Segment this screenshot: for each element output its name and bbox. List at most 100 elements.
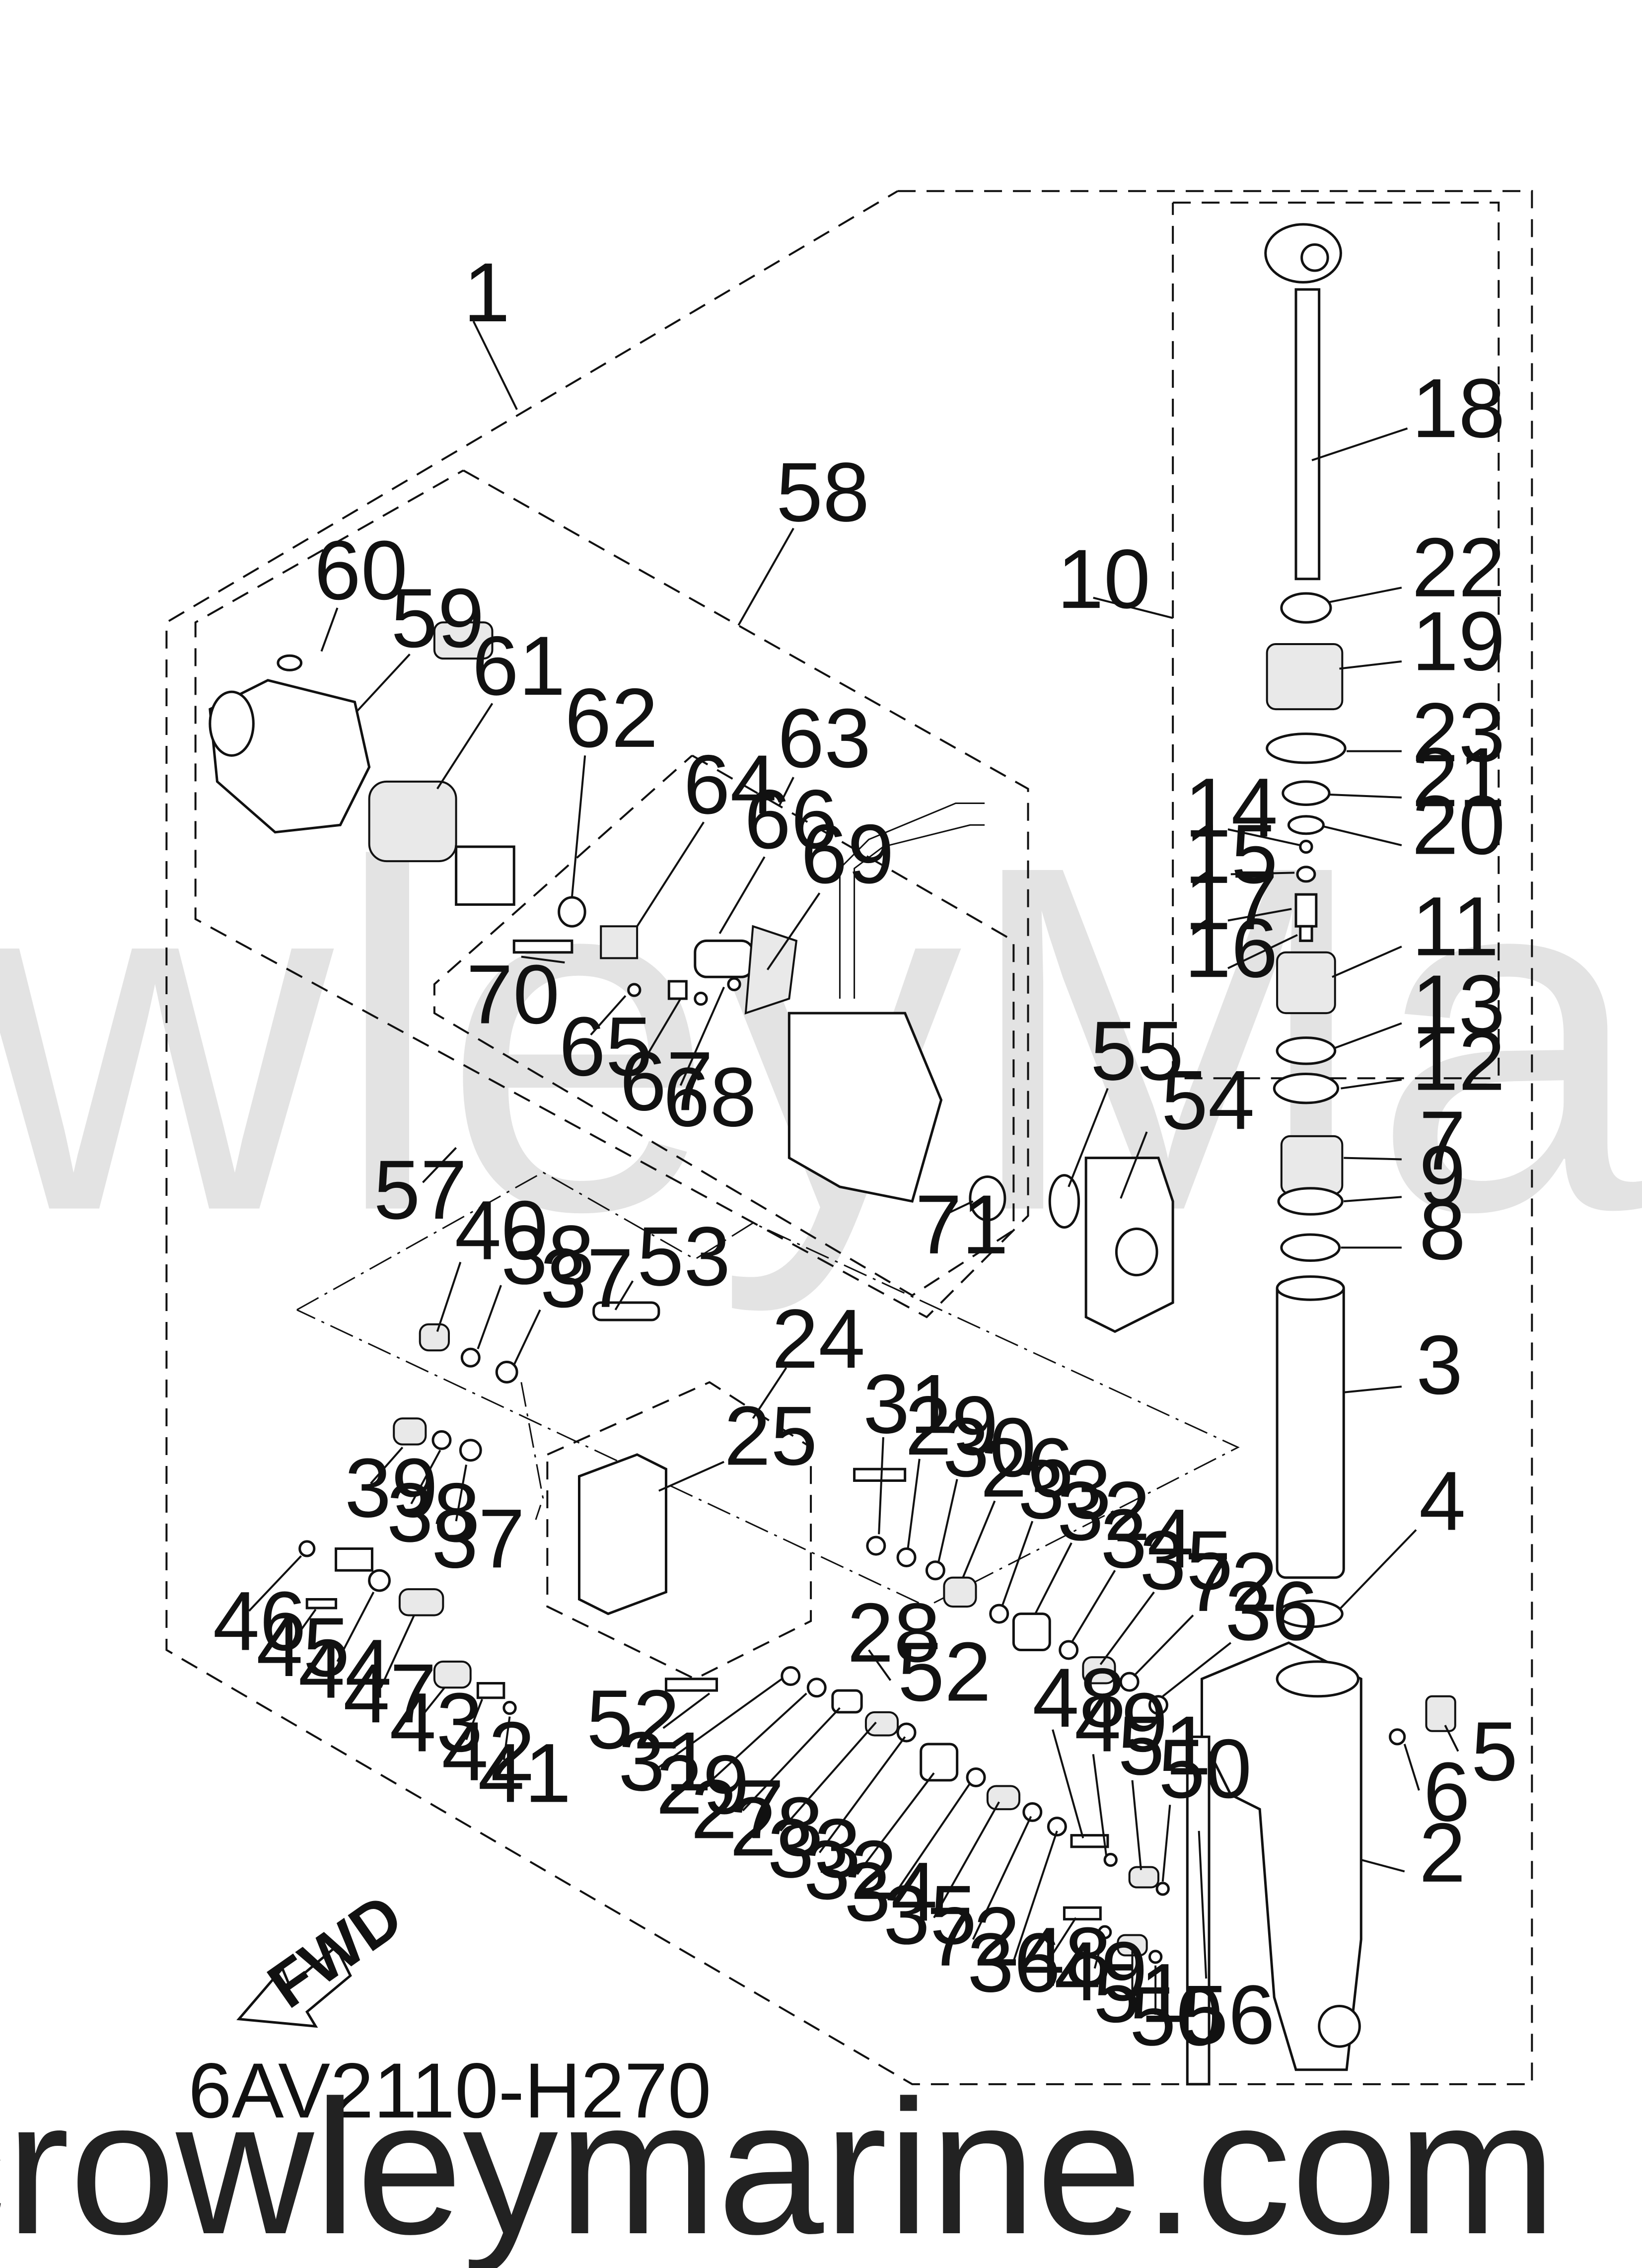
motor-parts [210,622,1173,1331]
callout-67: 67 [620,1034,713,1128]
callout-63: 63 [778,691,871,785]
callout-28a: 28 [847,1586,940,1680]
callout-68: 68 [663,1050,757,1144]
callout-14: 14 [1184,761,1278,855]
callout-71: 71 [915,1177,1008,1271]
valve-parts [300,1303,1169,1963]
callout-58: 58 [776,445,869,539]
callout-47: 47 [343,1646,436,1740]
callout-37a: 37 [540,1231,634,1325]
callout-3: 3 [1416,1318,1463,1412]
assembly-10-outline [1173,203,1499,1078]
callout-40: 40 [455,1183,548,1277]
callout-45: 45 [256,1600,350,1694]
callout-70: 70 [466,948,560,1041]
callout-18: 18 [1412,361,1505,455]
callout-20: 20 [1412,778,1505,872]
callout-36b: 36 [967,1915,1061,2009]
callout-35a: 35 [1140,1513,1233,1607]
callout-61: 61 [472,619,566,713]
tilt-rod-parts [1266,224,1345,1103]
callout-42: 42 [441,1704,535,1798]
callout-57: 57 [373,1143,467,1237]
callout-38b: 38 [387,1465,480,1559]
callout-34b: 34 [844,1845,937,1939]
callout-16: 16 [1184,901,1278,995]
callout-24: 24 [772,1292,865,1386]
callout-51a: 51 [1118,1698,1211,1792]
callout-33b: 33 [768,1801,861,1895]
callout-50b: 50 [1130,1969,1223,2063]
callout-8: 8 [1419,1183,1466,1277]
callout-39: 39 [345,1441,438,1535]
callout-59: 59 [391,571,484,665]
callout-29b: 29 [656,1738,749,1831]
callout-72a: 72 [1184,1535,1278,1629]
callout-50a: 50 [1158,1722,1252,1816]
callout-51b: 51 [1093,1946,1187,2040]
callout-38a: 38 [501,1208,594,1302]
callout-6: 6 [1424,1745,1470,1838]
callout-11: 11 [1412,879,1499,973]
site-url: crowleymarine.com [0,2060,1557,2268]
callout-29a: 29 [905,1379,999,1472]
callout-19: 19 [1412,594,1505,688]
callout-25: 25 [724,1389,817,1483]
callout-54: 54 [1161,1053,1255,1147]
callout-9: 9 [1419,1128,1466,1222]
callout-43: 43 [389,1676,483,1769]
callout-1: 1 [463,245,510,339]
assembly-24-outline [547,1382,811,1679]
callout-21: 21 [1412,730,1505,824]
callout-49a: 49 [1074,1676,1168,1769]
callout-2: 2 [1419,1806,1466,1900]
callout-55: 55 [1090,1004,1184,1097]
callout-62: 62 [565,671,658,765]
callout-48b: 48 [1018,1910,1111,2004]
callout-31b: 31 [618,1714,712,1808]
callout-53: 53 [637,1209,730,1303]
callout-56: 56 [1182,1968,1275,2061]
callout-52a: 52 [898,1625,991,1719]
callout-66: 66 [744,772,838,866]
callout-60: 60 [314,523,408,617]
callout-41: 41 [478,1726,571,1820]
callout-72b: 72 [927,1890,1020,1983]
callout-32a: 32 [1057,1464,1150,1558]
callout-34a: 34 [1100,1491,1194,1585]
callout-46: 46 [213,1574,306,1668]
callout-64: 64 [683,737,777,831]
callout-32b: 32 [804,1823,897,1917]
callout-15: 15 [1184,807,1278,901]
callout-13: 13 [1412,957,1505,1051]
callout-69: 69 [801,807,894,901]
callout-31a: 31 [863,1357,956,1451]
callout-labels: 1 2 3 4 5 6 7 8 9 10 11 12 13 14 15 16 1… [213,245,1518,2063]
callout-23: 23 [1412,685,1505,779]
fwd-arrow-icon: FWD [239,1881,415,2027]
callout-36a: 36 [1225,1564,1318,1658]
callout-65: 65 [559,1000,652,1094]
callout-22: 22 [1412,520,1505,614]
cylinder-parts [1187,1136,1455,2084]
callout-49b: 49 [1054,1924,1147,2018]
callout-10: 10 [1057,532,1150,626]
callout-17: 17 [1184,853,1278,947]
callout-35b: 35 [883,1868,977,1962]
diagram-code: 6AV2110-H270 [188,2047,711,2134]
callout-26: 26 [980,1421,1073,1515]
callout-5: 5 [1471,1704,1518,1798]
assembly-58-outline [196,470,1028,1317]
callout-33a: 33 [1018,1442,1111,1536]
alignment-line-bracket [297,1172,1238,1607]
callout-4: 4 [1419,1454,1466,1548]
callout-48a: 48 [1032,1651,1126,1745]
callout-12: 12 [1412,1014,1505,1108]
assembly-63-outline [434,755,1013,1295]
assembly-1-outline [166,191,1532,2084]
leader-lines [249,321,1458,2015]
callout-37b: 37 [431,1491,525,1585]
callout-28b: 28 [730,1779,823,1873]
callout-27: 27 [691,1762,784,1856]
